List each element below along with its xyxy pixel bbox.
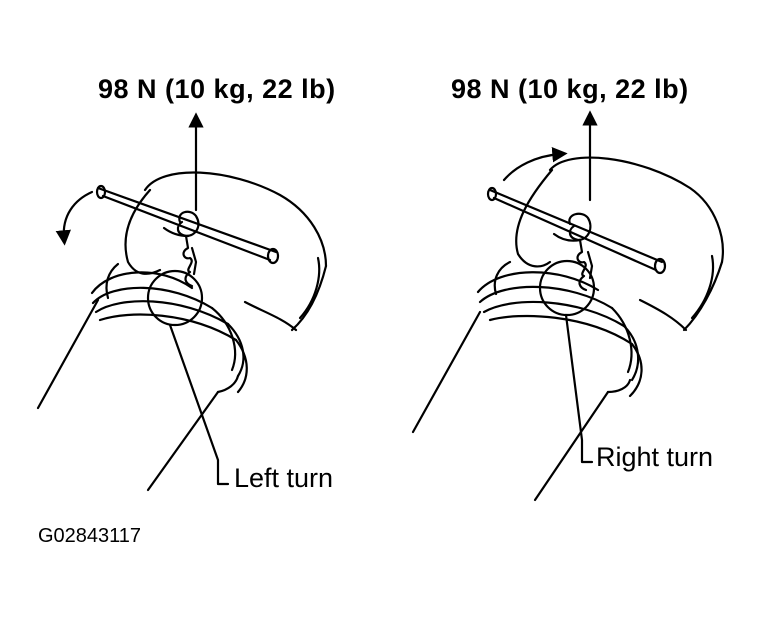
- left-t-bar-tool: [95, 184, 280, 288]
- left-shaft: [36, 298, 100, 410]
- right-boot-body: [493, 156, 724, 332]
- left-turn-label: Left turn: [234, 463, 334, 493]
- left-rotation-arrow: [55, 190, 94, 246]
- figure-code: G02843117: [38, 525, 142, 547]
- left-boot-rings: [90, 271, 248, 394]
- right-boot-rings: [476, 271, 643, 398]
- left-boot-body: [105, 171, 328, 332]
- left-callout-leader: [168, 323, 230, 486]
- left-assembly: [36, 112, 328, 492]
- left-detail-circle: [146, 269, 204, 327]
- right-force-label: 98 N (10 kg, 22 lb): [451, 74, 689, 104]
- right-callout-leader: [564, 313, 594, 464]
- right-shaft: [411, 310, 482, 434]
- right-rotation-arrow: [502, 146, 568, 182]
- right-turn-label: Right turn: [596, 442, 714, 472]
- right-assembly: [411, 110, 724, 502]
- left-force-label: 98 N (10 kg, 22 lb): [98, 74, 336, 104]
